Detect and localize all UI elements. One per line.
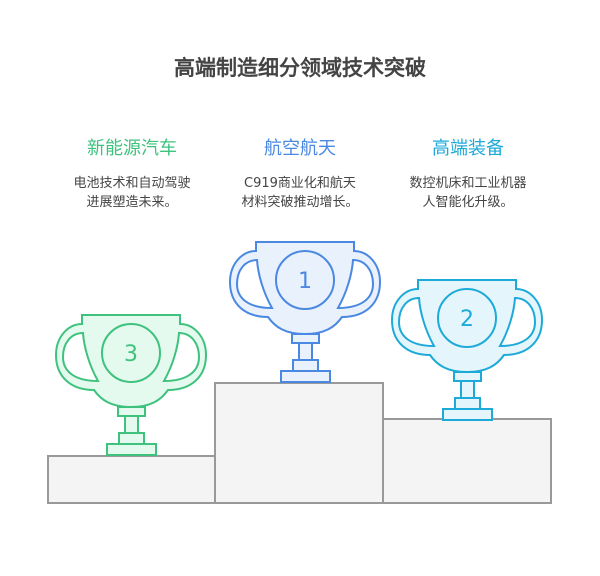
podium-third bbox=[47, 455, 216, 504]
rank-label: 1 bbox=[298, 269, 312, 294]
category-title: 航空航天 bbox=[264, 138, 336, 159]
rank-label: 3 bbox=[124, 342, 138, 367]
category-equipment: 高端装备 数控机床和工业机器人智能化升级。 bbox=[383, 134, 553, 212]
category-ev: 新能源汽车 电池技术和自动驾驶进展塑造未来。 bbox=[47, 134, 217, 212]
category-desc: 人智能化升级。 bbox=[422, 195, 514, 210]
rank-label: 2 bbox=[460, 307, 474, 332]
category-desc: 材料突破推动增长。 bbox=[241, 195, 359, 210]
podium-second bbox=[382, 418, 552, 504]
trophy-icon: 1 bbox=[230, 242, 380, 382]
page-title: 高端制造细分领域技术突破 bbox=[174, 56, 426, 80]
category-desc: 进展塑造未来。 bbox=[86, 195, 178, 210]
trophy-icon: 3 bbox=[56, 315, 206, 455]
category-desc: 数控机床和工业机器 bbox=[409, 176, 527, 191]
podium-first bbox=[214, 382, 384, 504]
category-title: 新能源汽车 bbox=[87, 138, 177, 159]
trophy-icon: 2 bbox=[392, 280, 542, 420]
category-desc: C919商业化和航天 bbox=[244, 176, 356, 191]
category-title: 高端装备 bbox=[432, 138, 504, 159]
category-desc: 电池技术和自动驾驶 bbox=[73, 176, 191, 191]
category-aerospace: 航空航天 C919商业化和航天材料突破推动增长。 bbox=[215, 134, 385, 212]
